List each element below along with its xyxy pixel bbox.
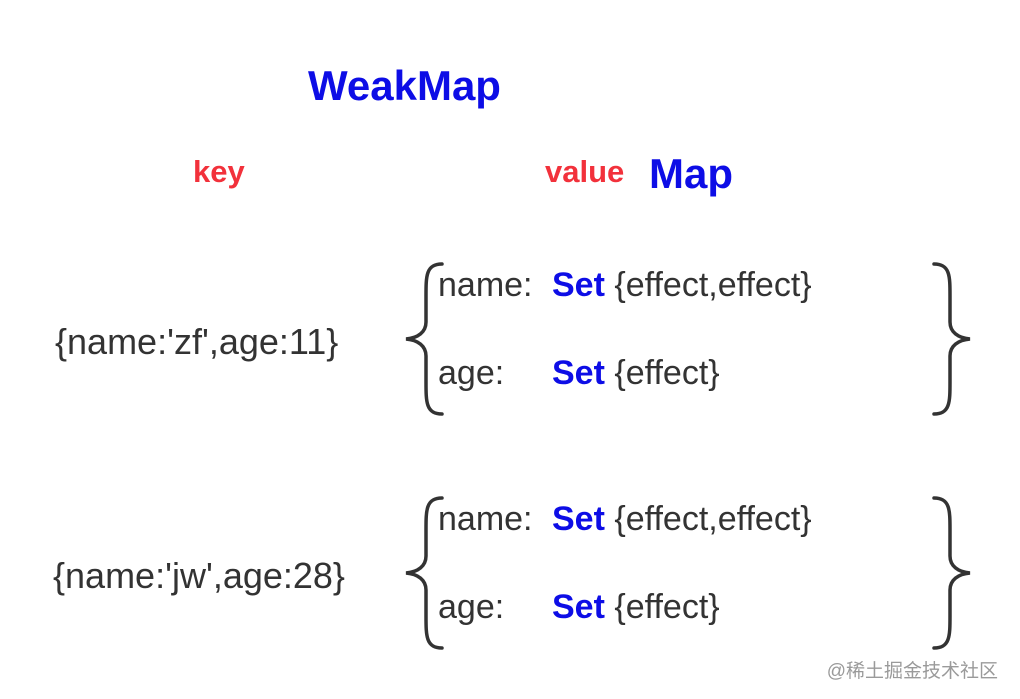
set-type: Set [552,588,605,626]
set-type: Set [552,266,605,304]
entry-1-age-row: age: Set {effect} [438,354,720,393]
value-column-header: value [545,154,625,189]
set-value: {effect} [614,354,720,392]
entry-2-left-brace [405,496,444,650]
entry-2-key: {name:'jw',age:28} [53,555,345,596]
set-value: {effect,effect} [614,266,812,304]
entry-1-right-brace [932,262,971,416]
row-label: name: [438,500,533,538]
entry-2-age-row: age: Set {effect} [438,588,720,627]
key-column-header: key [193,154,245,189]
set-value: {effect} [614,588,720,626]
entry-1-key: {name:'zf',age:11} [55,321,339,362]
row-label: name: [438,266,533,304]
row-label: age: [438,588,505,626]
set-value: {effect,effect} [614,500,812,538]
set-type: Set [552,354,605,392]
entry-1-name-row: name: Set {effect,effect} [438,266,812,305]
row-label: age: [438,354,505,392]
entry-2-right-brace [932,496,971,650]
entry-2-name-row: name: Set {effect,effect} [438,500,812,539]
entry-1-left-brace [405,262,444,416]
map-type-label: Map [649,150,733,197]
set-type: Set [552,500,605,538]
weakmap-title: WeakMap [308,62,501,109]
watermark: @稀土掘金技术社区 [826,661,998,682]
